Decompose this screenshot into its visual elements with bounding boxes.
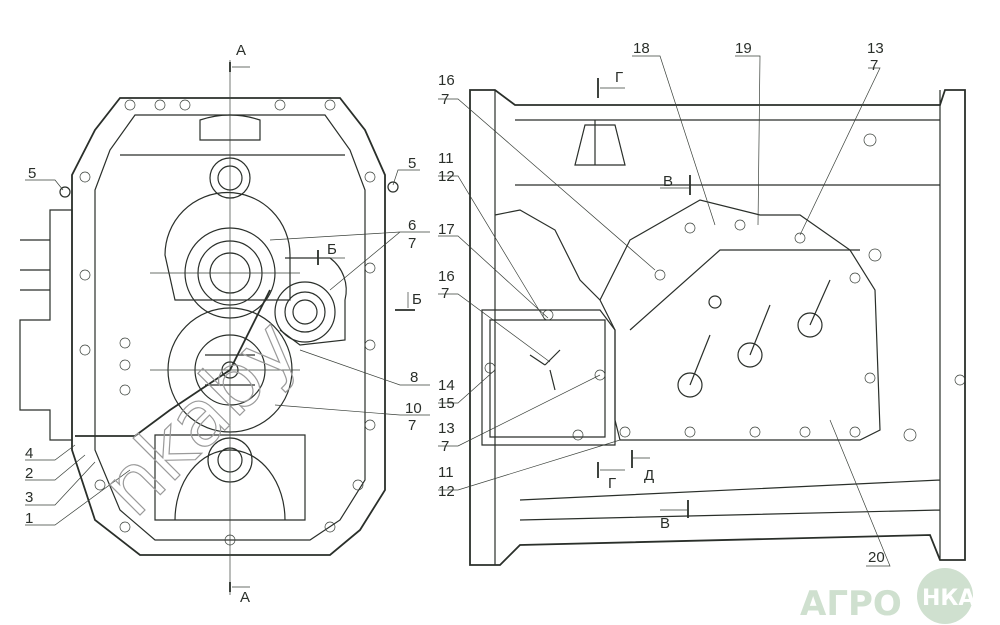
left-callouts: А А Б Б 5 5 6 7 8 10 7 4 2 3 1 <box>25 42 422 606</box>
callout-17: 17 <box>438 221 455 238</box>
callout-11-low: 11 <box>438 464 454 481</box>
callout-16-mid: 16 <box>438 268 455 285</box>
callout-16-top-sub: 7 <box>441 91 449 108</box>
section-mark-v-bottom: В <box>660 515 670 532</box>
callout-18: 18 <box>633 40 650 57</box>
agronka-logo: АГРО НКА <box>800 568 975 624</box>
callout-2: 2 <box>25 465 33 482</box>
callout-6-sub: 7 <box>408 235 416 252</box>
callout-5-right: 5 <box>408 155 416 172</box>
logo-text-right: НКА <box>922 586 975 611</box>
callout-16-mid-sub: 7 <box>441 285 449 302</box>
callout-19: 19 <box>735 40 752 57</box>
section-mark-b2: Б <box>412 291 422 308</box>
right-callouts: 16 7 11 12 17 16 7 14 15 13 7 11 12 18 1… <box>438 40 885 566</box>
callout-1: 1 <box>25 510 33 527</box>
watermark: nkaby <box>85 302 316 533</box>
section-mark-b1: Б <box>327 241 337 258</box>
callout-11-top-sub: 12 <box>438 168 455 185</box>
callout-8: 8 <box>410 369 418 386</box>
callout-13-top-sub: 7 <box>870 57 878 74</box>
callout-11-low-sub: 12 <box>438 483 455 500</box>
callout-14-sub: 15 <box>438 395 455 412</box>
section-mark-a-bottom: А <box>240 589 250 606</box>
callout-13-low: 13 <box>438 420 455 437</box>
callout-10: 10 <box>405 400 422 417</box>
callout-13-low-sub: 7 <box>441 438 449 455</box>
callout-3: 3 <box>25 489 33 506</box>
section-mark-d-bottom: Д <box>644 467 654 484</box>
section-mark-g-top: Г <box>615 69 623 86</box>
section-mark-a-top: А <box>236 42 246 59</box>
callout-20: 20 <box>868 549 885 566</box>
callout-6: 6 <box>408 217 416 234</box>
callout-16-top: 16 <box>438 72 455 89</box>
left-view <box>19 60 430 595</box>
right-view <box>438 55 966 567</box>
section-mark-v-top: В <box>663 173 673 190</box>
callout-11-top: 11 <box>438 150 454 167</box>
callout-4: 4 <box>25 445 33 462</box>
callout-5-left: 5 <box>28 165 36 182</box>
logo-text-left: АГРО <box>800 584 902 624</box>
callout-13-top: 13 <box>867 40 884 57</box>
section-mark-g-bottom: Г <box>608 475 616 492</box>
callout-14: 14 <box>438 377 455 394</box>
callout-10-sub: 7 <box>408 417 416 434</box>
